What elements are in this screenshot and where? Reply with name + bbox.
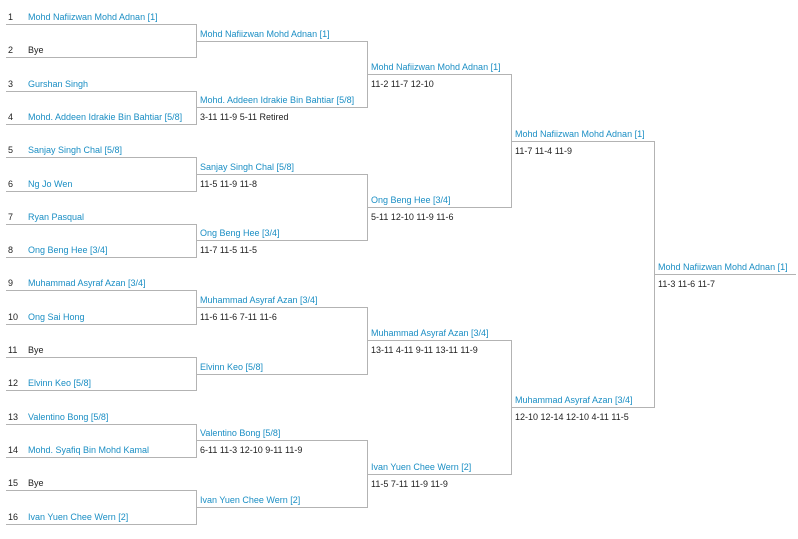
bracket-line [6, 191, 196, 192]
match-score: 11-7 11-5 11-5 [200, 245, 258, 255]
entrant-seed: 15 [8, 478, 19, 488]
bracket-line [196, 41, 367, 42]
bracket-line [6, 524, 196, 525]
bracket-line [511, 407, 654, 408]
player-link[interactable]: Mohd Nafiizwan Mohd Adnan [1] [371, 62, 501, 72]
bye-label: Bye [28, 345, 44, 355]
bracket-line [196, 440, 367, 441]
player-link[interactable]: Mohd. Addeen Idrakie Bin Bahtiar [5/8] [200, 95, 355, 105]
player-link[interactable]: Ong Sai Hong [28, 312, 85, 322]
bracket-line [6, 124, 196, 125]
bracket-line [6, 357, 196, 358]
bracket-line [367, 474, 511, 475]
match-score: 5-11 12-10 11-9 11-6 [371, 212, 454, 222]
player-link[interactable]: Ivan Yuen Chee Wern [2] [371, 462, 472, 472]
entrant-seed: 10 [8, 312, 19, 322]
bracket-line [6, 157, 196, 158]
player-link[interactable]: Mohd Nafiizwan Mohd Adnan [1] [515, 129, 645, 139]
player-link[interactable]: Ryan Pasqual [28, 212, 85, 222]
bracket-line [6, 257, 196, 258]
match-score: 11-3 11-6 11-7 [658, 279, 716, 289]
bracket-line [196, 107, 367, 108]
player-link[interactable]: Ng Jo Wen [28, 179, 73, 189]
match-score: 6-11 11-3 12-10 9-11 11-9 [200, 445, 303, 455]
player-link[interactable]: Ivan Yuen Chee Wern [2] [28, 512, 129, 522]
bracket-line [367, 207, 511, 208]
bye-label: Bye [28, 45, 44, 55]
entrant-seed: 11 [8, 345, 18, 355]
bracket-line [196, 174, 367, 175]
bracket-line [511, 141, 654, 142]
player-link[interactable]: Elvinn Keo [5/8] [200, 362, 264, 372]
match-score: 11-7 11-4 11-9 [515, 146, 573, 156]
player-link[interactable]: Mohd. Addeen Idrakie Bin Bahtiar [5/8] [28, 112, 183, 122]
match-score: 11-5 7-11 11-9 11-9 [371, 479, 448, 489]
bracket-line [6, 490, 196, 491]
bracket-line [6, 91, 196, 92]
bracket-line [6, 224, 196, 225]
bracket-line [196, 424, 197, 458]
match-score: 11-5 11-9 11-8 [200, 179, 258, 189]
entrant-seed: 12 [8, 378, 19, 388]
bracket-line [367, 340, 511, 341]
match-score: 11-6 11-6 7-11 11-6 [200, 312, 277, 322]
player-link[interactable]: Muhammad Asyraf Azan [3/4] [28, 278, 146, 288]
bracket-line [6, 390, 196, 391]
bracket-line [6, 24, 196, 25]
entrant-seed: 16 [8, 512, 19, 522]
player-link[interactable]: Mohd. Syafiq Bin Mohd Kamal [28, 445, 150, 455]
player-link[interactable]: Sanjay Singh Chal [5/8] [200, 162, 295, 172]
entrant-seed: 7 [8, 212, 14, 222]
player-link[interactable]: Mohd Nafiizwan Mohd Adnan [1] [200, 29, 330, 39]
entrant-seed: 6 [8, 179, 14, 189]
player-link[interactable]: Muhammad Asyraf Azan [3/4] [515, 395, 633, 405]
match-score: 3-11 11-9 5-11 Retired [200, 112, 289, 122]
bracket-line [196, 240, 367, 241]
entrant-seed: 2 [8, 45, 14, 55]
player-link[interactable]: Muhammad Asyraf Azan [3/4] [200, 295, 318, 305]
player-link[interactable]: Mohd Nafiizwan Mohd Adnan [1] [28, 12, 158, 22]
player-link[interactable]: Ong Beng Hee [3/4] [200, 228, 280, 238]
entrant-seed: 14 [8, 445, 19, 455]
entrant-seed: 13 [8, 412, 19, 422]
bracket-line [6, 290, 196, 291]
bracket-line [196, 224, 197, 258]
match-score: 11-2 11-7 12-10 [371, 79, 434, 89]
bracket-line [196, 374, 367, 375]
player-link[interactable]: Ong Beng Hee [3/4] [371, 195, 451, 205]
player-link[interactable]: Ivan Yuen Chee Wern [2] [200, 495, 301, 505]
bracket-line [654, 274, 796, 275]
entrant-seed: 5 [8, 145, 14, 155]
entrant-seed: 8 [8, 245, 14, 255]
match-score: 13-11 4-11 9-11 13-11 11-9 [371, 345, 478, 355]
bracket-line [367, 74, 511, 75]
player-link[interactable]: Muhammad Asyraf Azan [3/4] [371, 328, 489, 338]
player-link[interactable]: Elvinn Keo [5/8] [28, 378, 92, 388]
entrant-seed: 1 [8, 12, 14, 22]
player-link[interactable]: Valentino Bong [5/8] [28, 412, 109, 422]
bracket-line [6, 57, 196, 58]
match-score: 12-10 12-14 12-10 4-11 11-5 [515, 412, 629, 422]
entrant-seed: 3 [8, 79, 14, 89]
player-link[interactable]: Ong Beng Hee [3/4] [28, 245, 108, 255]
player-link[interactable]: Gurshan Singh [28, 79, 89, 89]
player-link[interactable]: Valentino Bong [5/8] [200, 428, 281, 438]
bracket-line [196, 307, 367, 308]
bracket-line [196, 91, 197, 125]
bracket-line [6, 457, 196, 458]
player-link[interactable]: Mohd Nafiizwan Mohd Adnan [1] [658, 262, 788, 272]
bye-label: Bye [28, 478, 44, 488]
entrant-seed: 9 [8, 278, 14, 288]
bracket-line [196, 507, 367, 508]
entrant-seed: 4 [8, 112, 14, 122]
bracket-line [6, 424, 196, 425]
bracket-line [367, 307, 368, 375]
player-link[interactable]: Sanjay Singh Chal [5/8] [28, 145, 123, 155]
bracket-line [6, 324, 196, 325]
